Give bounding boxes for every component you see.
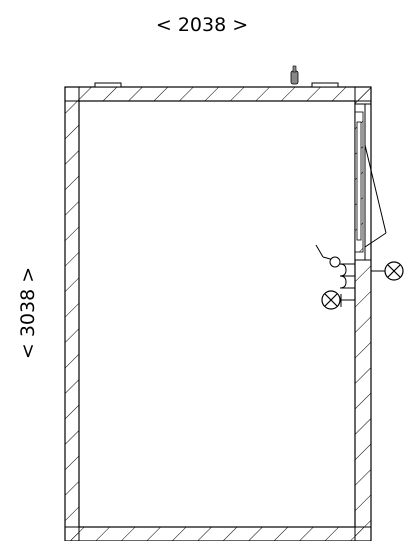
lamp-outside-icon xyxy=(370,261,404,281)
lamp-lower-icon xyxy=(321,290,355,310)
top-roof-fittings xyxy=(94,82,339,88)
side-door xyxy=(354,103,387,261)
thermometer-icon xyxy=(315,244,355,289)
insulated-wall xyxy=(64,86,372,541)
nozzle-icon xyxy=(290,65,299,85)
width-dimension-label: < 2038 > xyxy=(155,14,249,36)
